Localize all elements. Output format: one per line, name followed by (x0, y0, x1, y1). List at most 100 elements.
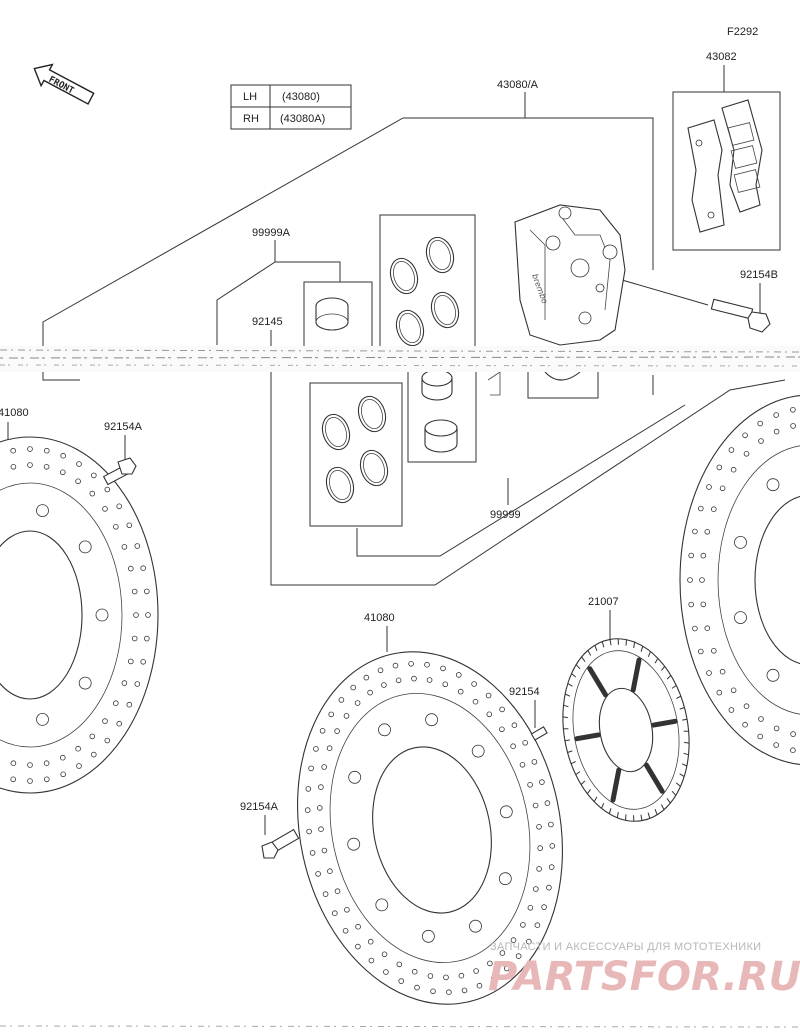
abs-tooth (616, 811, 619, 818)
disc-hole (743, 703, 750, 709)
abs-tooth (564, 739, 570, 742)
disc-hole (128, 658, 134, 665)
disc-hole (503, 965, 510, 972)
abs-tooth (587, 650, 592, 656)
disc-hole (398, 978, 405, 984)
abs-tooth (675, 782, 681, 787)
abs-tooth (654, 809, 658, 815)
disc-hole (75, 745, 81, 752)
disc-hole (710, 506, 717, 513)
disc-hole (126, 701, 133, 708)
disc-hole (421, 929, 435, 943)
callout-disc-center: 41080 (364, 612, 395, 624)
disc-hole (546, 884, 552, 891)
disc-hole (355, 943, 361, 950)
disc-hole (305, 786, 312, 792)
abs-tooth (660, 804, 665, 810)
disc-hole (133, 612, 139, 618)
watermark-brand: PARTSFOR.RU (488, 954, 800, 1000)
abs-tooth (609, 639, 612, 646)
disc-hole (134, 681, 141, 687)
disc-hole (10, 447, 16, 454)
disc-hole (60, 771, 66, 778)
disc-hole (408, 660, 414, 667)
disc-hole (342, 927, 349, 934)
abs-tooth (661, 665, 666, 671)
abs-tooth (581, 656, 586, 662)
disc-hole (368, 957, 375, 964)
disc-hole (704, 625, 711, 631)
disc-hole (392, 662, 399, 669)
kit-a-box (303, 281, 373, 357)
disc-hole (687, 577, 693, 583)
disc-hole (710, 647, 717, 654)
disc-hole (728, 447, 735, 453)
abs-spoke (587, 666, 609, 698)
disc-hole (728, 707, 735, 713)
abs-tooth (679, 773, 685, 778)
disc-hole (532, 802, 539, 809)
abs-sensor-rotor (562, 638, 690, 822)
disc-hole (43, 463, 50, 470)
disc-hole (700, 552, 707, 559)
disc-hole (490, 975, 497, 982)
abs-tooth (666, 798, 671, 804)
disc-hole (742, 721, 748, 728)
abs-tooth (571, 673, 577, 678)
disc-hole (318, 826, 324, 832)
disc-hole (773, 428, 780, 435)
disc-hole (381, 682, 387, 688)
abs-tooth (594, 645, 598, 651)
disc-hole (742, 432, 748, 439)
disc-hole (499, 805, 513, 819)
disc-hole (91, 751, 97, 758)
disc-hole (426, 677, 433, 683)
abs-tooth (633, 642, 636, 649)
disc-hole (309, 850, 316, 856)
disc-hole (704, 528, 711, 535)
disc-hole (699, 577, 705, 583)
disc-hole (60, 452, 66, 459)
disc-hole (308, 765, 314, 772)
abs-spoke (643, 762, 665, 794)
disc-hole (515, 953, 522, 959)
disc-hole (697, 648, 704, 655)
disc-hole (499, 706, 505, 713)
disc-hole (89, 733, 96, 740)
disc-hole (355, 923, 361, 930)
side-table: LH (43080) RH (43080A) (230, 84, 352, 130)
piston-box (407, 349, 477, 463)
disc-hole (510, 937, 517, 943)
seal-kit-box-lower (309, 382, 403, 527)
disc-hole (78, 676, 92, 690)
brake-pads (687, 99, 763, 233)
scan-noise-bottom (0, 1025, 800, 1028)
disc-hole (326, 745, 333, 751)
abs-tooth (575, 771, 581, 776)
disc-hole (532, 886, 539, 892)
disc-hole (446, 989, 452, 995)
disc-hole (499, 726, 505, 733)
disc-hole (36, 713, 49, 726)
disc-hole (730, 687, 737, 694)
abs-tooth (570, 761, 576, 765)
disc-hole (347, 837, 361, 851)
disc-hole (790, 747, 796, 753)
disc-hole (688, 552, 694, 559)
disc-hole (692, 625, 698, 632)
brake-disc-right (679, 395, 800, 765)
disc-hole (10, 463, 17, 470)
disc-hole (144, 588, 150, 595)
abs-tooth (683, 752, 689, 756)
disc-hole (43, 447, 50, 454)
callout-piston: 92145 (252, 316, 283, 328)
disc-hole (455, 672, 462, 678)
callout-pads: 43082 (706, 51, 737, 63)
disc-hole (102, 506, 108, 512)
disc-hole (549, 843, 556, 849)
callout-disc-left: 41080 (0, 407, 29, 419)
disc-hole (313, 746, 319, 752)
disc-hole (321, 847, 328, 854)
disc-hole (692, 528, 698, 535)
